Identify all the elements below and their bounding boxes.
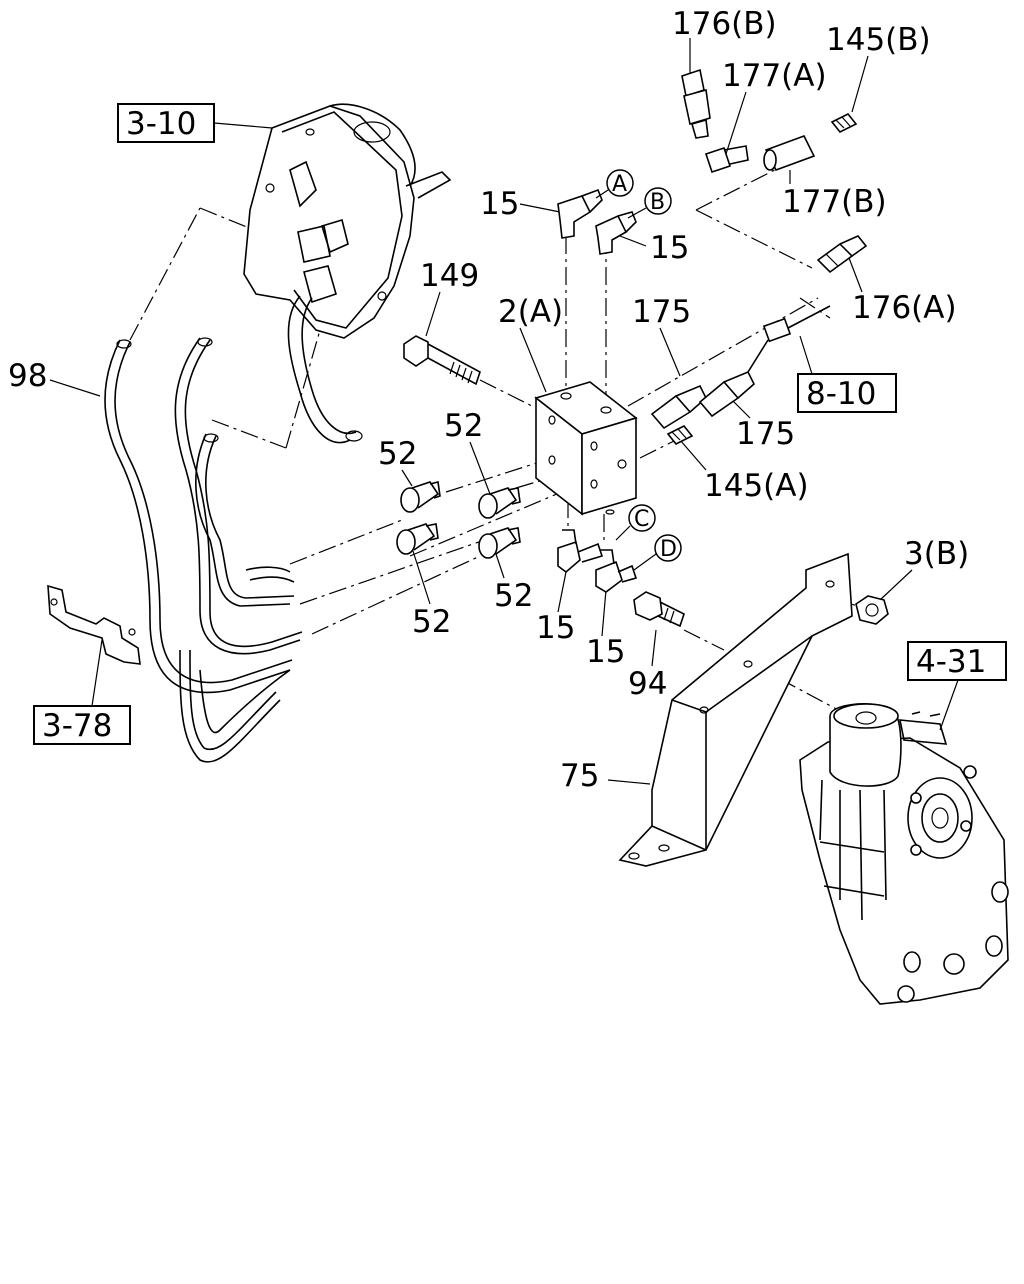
ref-label-3-10: 3-10: [126, 106, 196, 142]
bolt-94: [633, 591, 685, 628]
svg-text:B: B: [650, 190, 665, 215]
ref-label-8-10: 8-10: [806, 376, 876, 412]
ref-box-3-10[interactable]: 3-10: [117, 103, 215, 143]
callout-2a: 2(A): [498, 294, 563, 330]
callout-145b: 145(B): [826, 22, 931, 58]
callout-15-a: 15: [480, 186, 519, 222]
callout-15-b: 15: [650, 230, 689, 266]
circle-letter-d: D: [654, 534, 682, 562]
fitting-52-2: [478, 487, 521, 519]
nut-3b: [855, 595, 889, 625]
bolt-149: [403, 335, 481, 386]
callout-15-d: 15: [586, 634, 625, 670]
ref-label-3-78: 3-78: [42, 708, 112, 744]
callout-3b: 3(B): [904, 536, 969, 572]
leader-lines: [49, 38, 959, 785]
callout-52-2: 52: [444, 408, 483, 444]
callout-52-3: 52: [494, 578, 533, 614]
adapter-177b: [763, 135, 816, 171]
callout-94: 94: [628, 666, 667, 702]
circle-letter-c: C: [628, 504, 656, 532]
ref-box-3-78[interactable]: 3-78: [33, 705, 131, 745]
pipe-assembly-98: [104, 337, 303, 763]
valve-block: [534, 381, 638, 516]
callout-52-4: 52: [412, 604, 451, 640]
plug-145b: [830, 112, 858, 134]
elbow-fitting-15-d: [595, 549, 638, 593]
callout-52-1: 52: [378, 436, 417, 472]
callout-149: 149: [420, 258, 479, 294]
harness-connector-8-10: [747, 305, 831, 373]
circle-letter-b: B: [644, 187, 672, 215]
callout-75: 75: [560, 758, 599, 794]
svg-text:A: A: [612, 172, 627, 197]
brake-valve-assembly: [243, 103, 452, 444]
fitting-52-1: [400, 481, 441, 513]
ref-box-4-31[interactable]: 4-31: [907, 641, 1007, 681]
callout-176a: 176(A): [852, 290, 957, 326]
callout-175-bottom: 175: [736, 416, 795, 452]
elbow-fitting-15-a: [557, 188, 603, 239]
svg-text:D: D: [660, 537, 677, 562]
bracket-75: [618, 552, 853, 867]
adapter-177a: [704, 145, 749, 174]
fitting-52-4: [478, 527, 521, 559]
plug-145a: [666, 424, 694, 446]
callout-177a: 177(A): [722, 58, 827, 94]
elbow-fitting-15-b: [595, 211, 637, 255]
sensor-175-bottom: [698, 370, 755, 418]
svg-text:C: C: [634, 507, 649, 532]
callout-15-c: 15: [536, 610, 575, 646]
circle-letter-a: A: [606, 169, 634, 197]
clamp-3-78: [47, 584, 141, 665]
fitting-52-3: [396, 523, 439, 555]
sensor-175-top: [650, 384, 707, 430]
callout-175-top: 175: [632, 294, 691, 330]
elbow-fitting-15-c: [557, 529, 604, 574]
callout-176b: 176(B): [672, 6, 777, 42]
ref-box-8-10[interactable]: 8-10: [797, 373, 897, 413]
steering-gear-assembly: [799, 703, 1009, 1005]
switch-176a: [816, 235, 868, 274]
switch-176b: [681, 68, 711, 139]
callout-177b: 177(B): [782, 184, 887, 220]
ref-label-4-31: 4-31: [916, 644, 986, 680]
callout-145a: 145(A): [704, 468, 809, 504]
callout-98: 98: [8, 358, 47, 394]
